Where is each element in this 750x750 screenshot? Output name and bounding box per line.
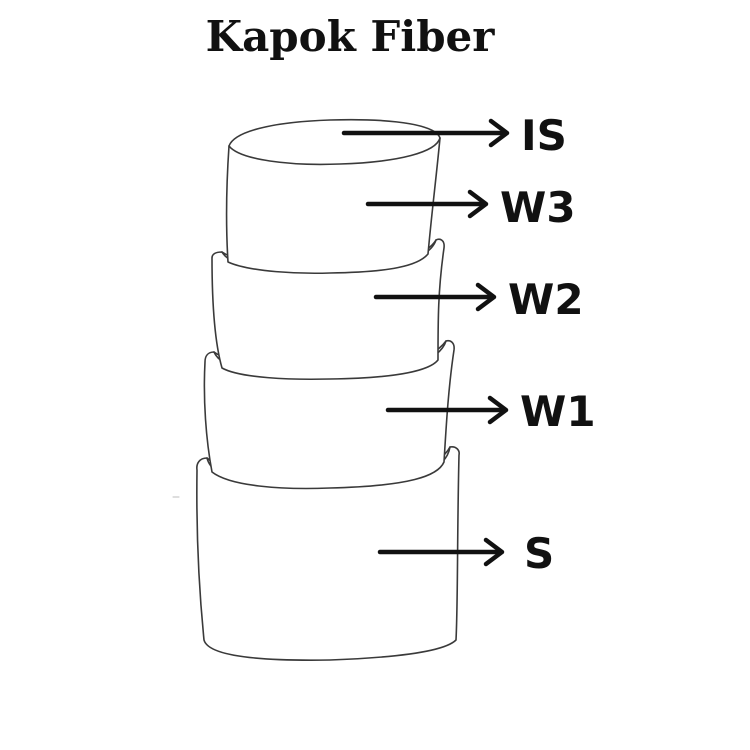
arrow-w2 xyxy=(373,282,497,312)
arrow-w3 xyxy=(365,189,489,219)
arrow-is xyxy=(341,118,510,148)
layer-w3-shape xyxy=(225,118,441,275)
diagram-title: Kapok Fiber xyxy=(205,12,495,61)
label-w2: W2 xyxy=(508,275,584,324)
label-w1: W1 xyxy=(520,387,596,436)
arrow-s xyxy=(377,537,505,567)
label-s: S xyxy=(524,529,554,578)
arrow-w1 xyxy=(385,395,509,425)
label-is: IS xyxy=(521,111,567,160)
label-w3: W3 xyxy=(500,183,576,232)
